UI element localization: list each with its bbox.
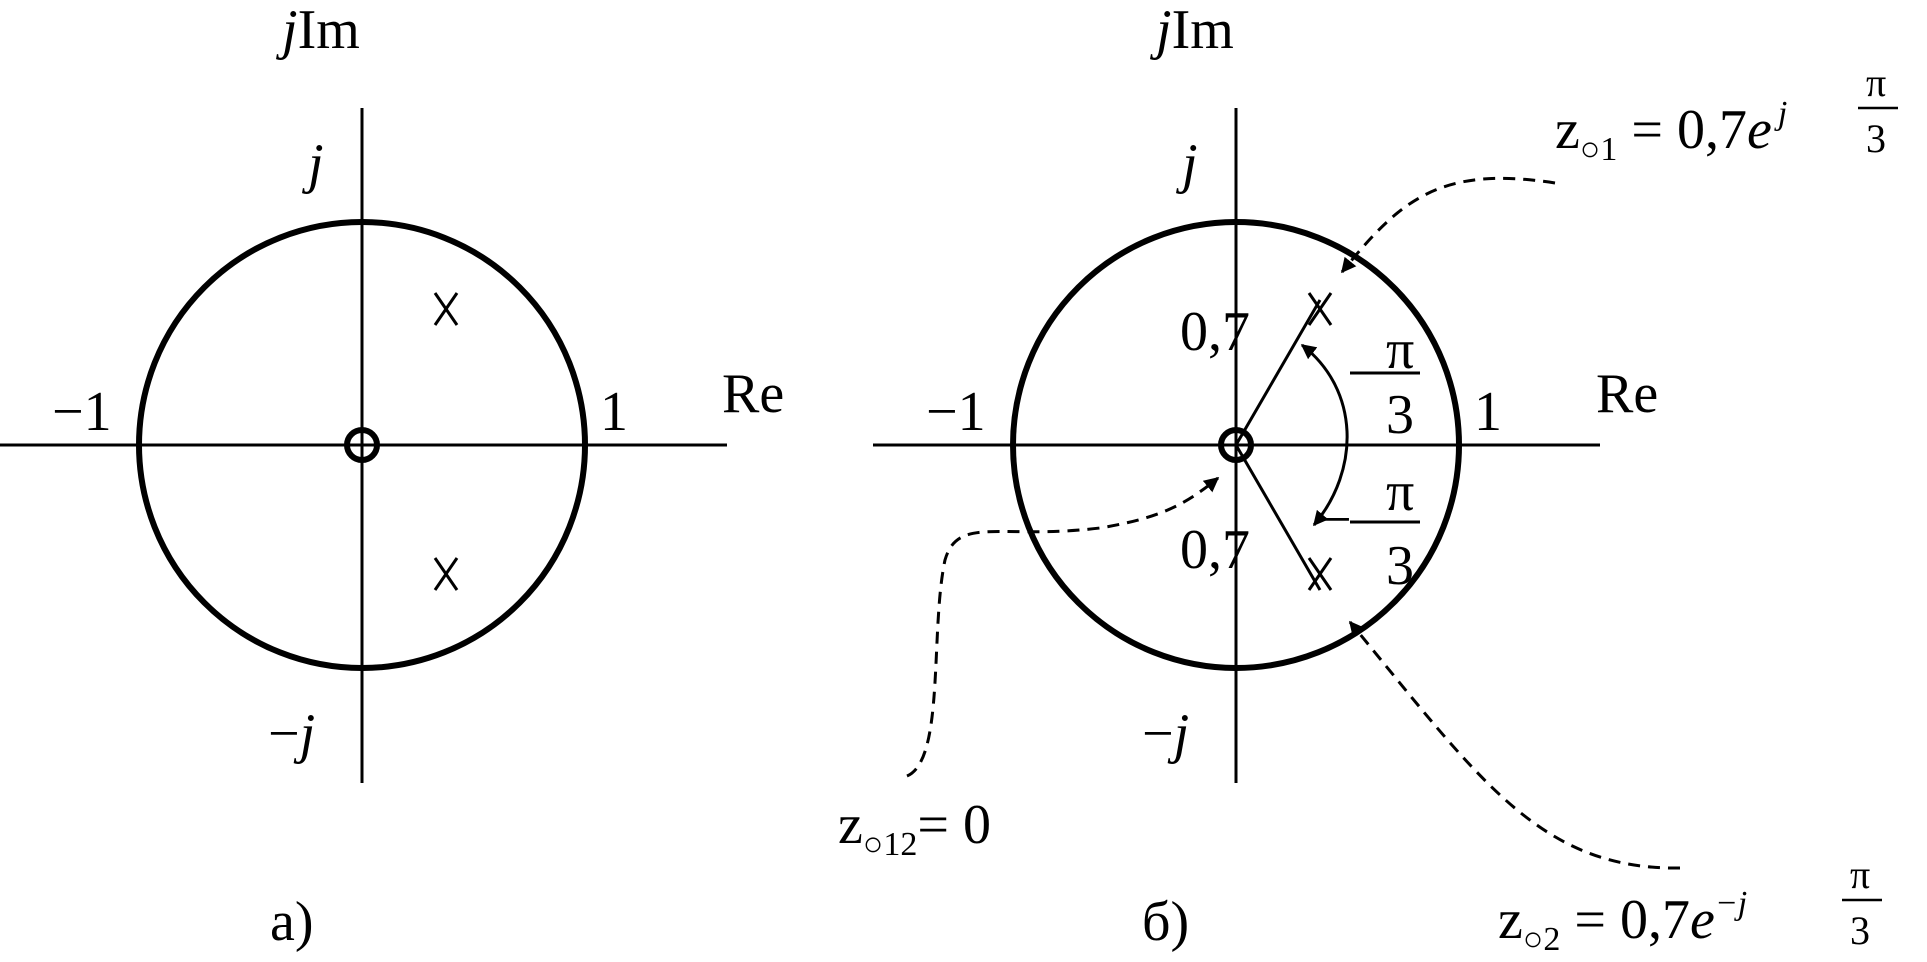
pole-marker-upper (1307, 292, 1333, 326)
panel-a: jIm Re j −j −1 1 а) (0, 0, 784, 953)
j-letter: j (1168, 703, 1190, 765)
angle-numerator: π (1386, 319, 1414, 381)
angle-sign: − (1320, 489, 1352, 551)
imaginary-axis-label: jIm (276, 0, 360, 61)
j-prefix: j (1150, 0, 1172, 61)
pole-marker-upper (433, 292, 459, 326)
exponent-denominator: 3 (1866, 116, 1886, 161)
tick-label-neg-j: −j (1142, 703, 1189, 765)
tick-label-neg-j: −j (268, 703, 315, 765)
j-prefix: j (276, 0, 298, 61)
tick-label-j: j (302, 133, 324, 195)
radius-label-lower: 0,7 (1180, 519, 1250, 581)
pole2-expression: z○2 = 0,7e−j (1498, 885, 1747, 958)
tick-label-j: j (1176, 133, 1198, 195)
subscript: ○12 (863, 826, 918, 863)
z-letter: z (838, 794, 863, 856)
radius-line-lower (1234, 444, 1322, 591)
radius-line-upper (1234, 299, 1322, 446)
equals-value: = 0 (917, 794, 991, 856)
leader-line-pole1 (1340, 176, 1556, 274)
equals-value: = 0,7 (1560, 889, 1690, 951)
tick-label-one: 1 (1474, 381, 1502, 443)
exponent: −j (1715, 885, 1747, 922)
real-axis-label: Re (1596, 363, 1658, 425)
angle-arc (1300, 343, 1349, 527)
tick-label-one: 1 (600, 381, 628, 443)
im-text: Im (1172, 0, 1234, 61)
minus-sign: − (268, 703, 300, 765)
angle-label-lower: − π 3 (1320, 461, 1420, 597)
exponent: j (1774, 95, 1787, 132)
leader-line-zero (906, 476, 1220, 778)
tick-label-neg-one: −1 (52, 381, 112, 443)
subscript: ○1 (1580, 131, 1618, 168)
exponent-numerator: π (1866, 60, 1886, 105)
pole-marker-lower (1307, 557, 1333, 591)
exponent-numerator: π (1850, 852, 1870, 897)
radius-label-upper: 0,7 (1180, 301, 1250, 363)
angle-label-upper: π 3 (1350, 319, 1420, 446)
angle-numerator: π (1386, 461, 1414, 523)
unit-circle (136, 219, 588, 671)
im-text: Im (298, 0, 360, 61)
tick-label-neg-one: −1 (926, 381, 986, 443)
panel-caption: а) (270, 891, 314, 953)
equals-value: = 0,7 (1617, 99, 1747, 161)
pole-marker-lower (433, 557, 459, 591)
j-letter: j (294, 703, 316, 765)
panel-b: jIm Re j −j −1 1 0,7 0,7 π 3 − π 3 z○1 =… (838, 0, 1898, 958)
panel-caption: б) (1142, 891, 1189, 953)
real-axis-label: Re (722, 363, 784, 425)
exponent-denominator: 3 (1850, 908, 1870, 953)
z-letter: z (1498, 889, 1523, 951)
unit-circle (1010, 219, 1462, 671)
e-letter: e (1747, 99, 1772, 161)
subscript: ○2 (1523, 921, 1561, 958)
zero-marker (344, 427, 380, 463)
zero-formula: z○12= 0 (838, 794, 991, 863)
pole2-formula: z○2 = 0,7e−j π 3 (1498, 852, 1882, 958)
minus-sign: − (1142, 703, 1174, 765)
angle-denominator: 3 (1386, 535, 1414, 597)
leader-line-pole2 (1348, 620, 1681, 870)
zero-marker (1218, 427, 1254, 463)
z-letter: z (1555, 99, 1580, 161)
angle-denominator: 3 (1386, 384, 1414, 446)
imaginary-axis-label: jIm (1150, 0, 1234, 61)
e-letter: e (1690, 889, 1715, 951)
